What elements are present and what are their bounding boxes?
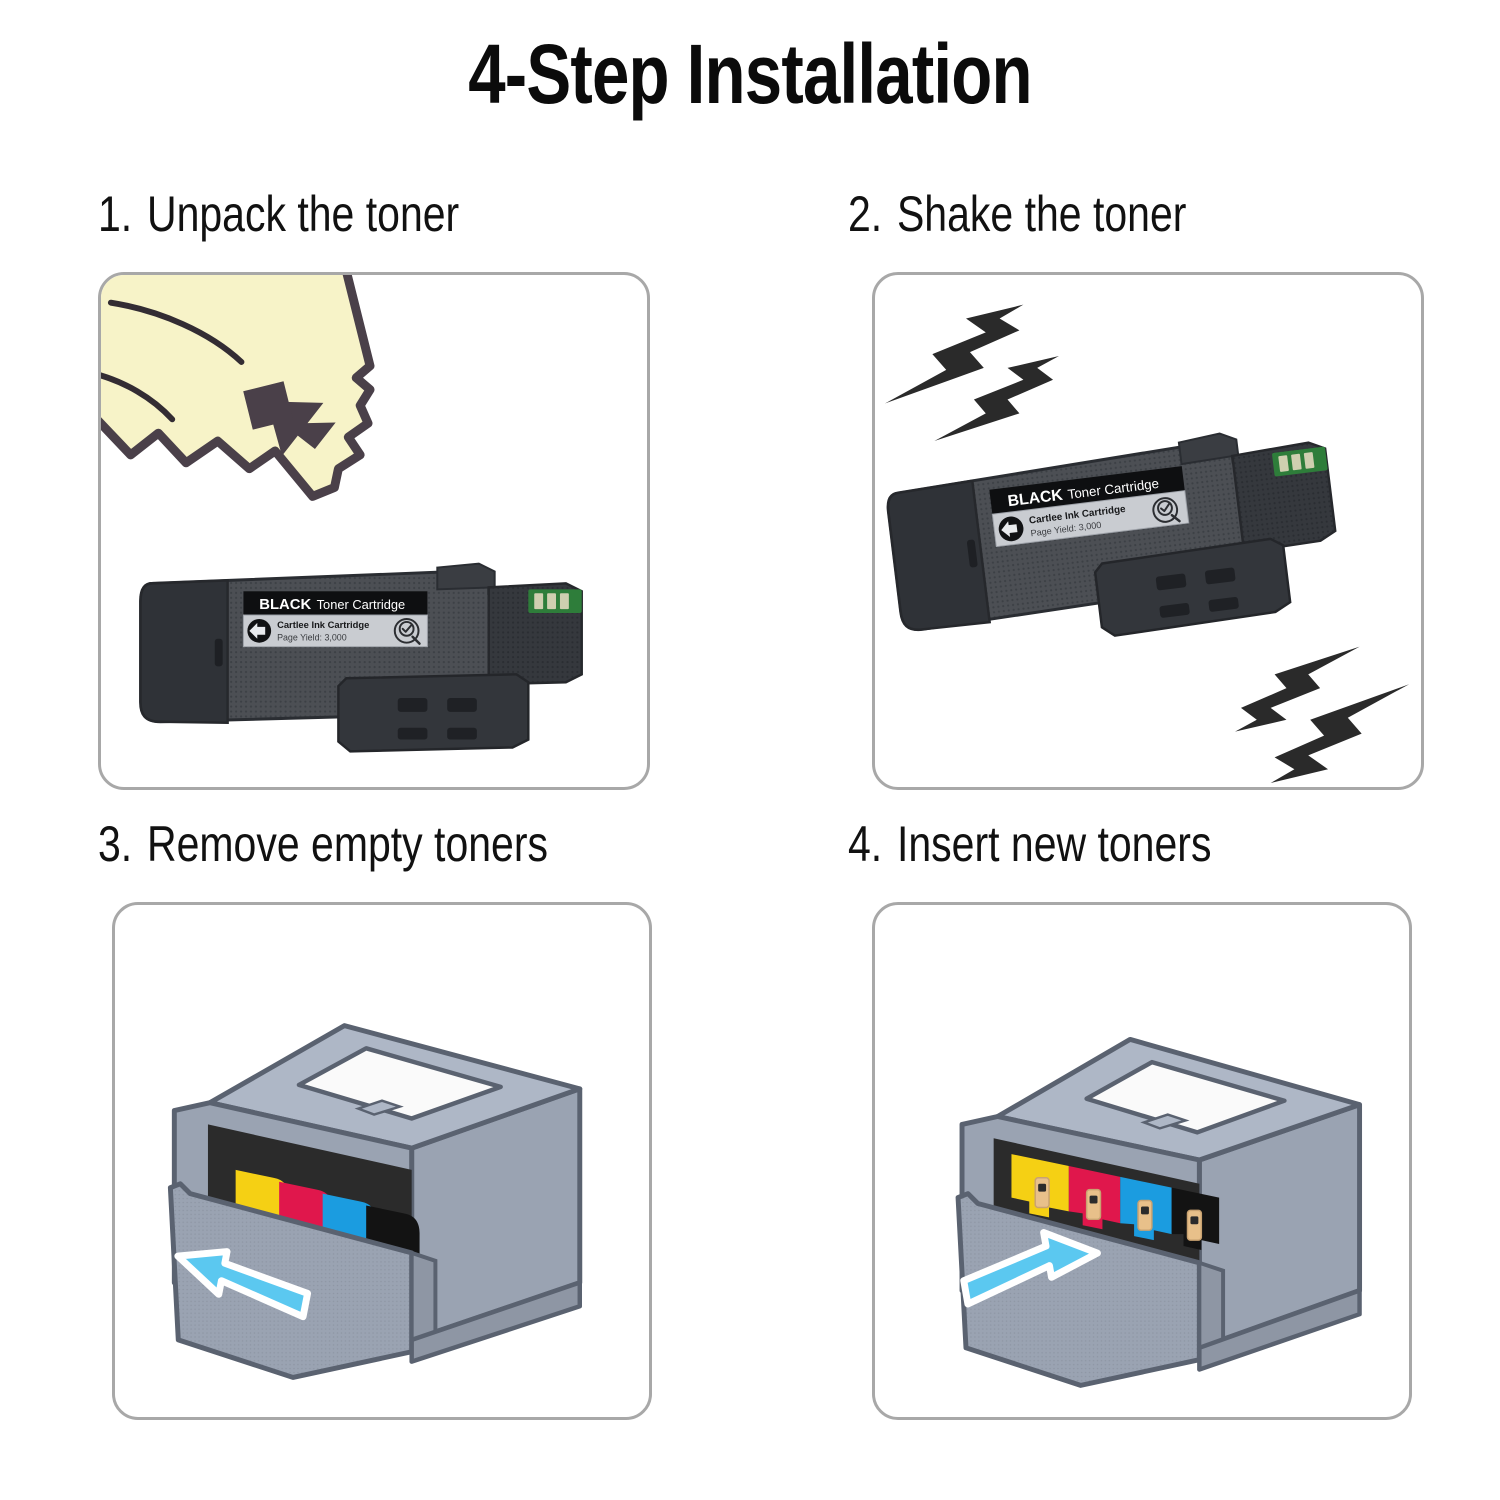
step-1-label: Unpack the toner (146, 186, 460, 242)
toner-package-bag (101, 275, 375, 501)
cartridge-label-brand: Cartlee Ink Cartridge (277, 619, 369, 630)
tear-open-arrow-icon (243, 381, 336, 456)
page-title: 4-Step Installation (468, 27, 1032, 121)
cartridge-label-yield: Page Yield: 3,000 (277, 633, 347, 643)
recycle-arrow-icon (247, 618, 272, 643)
step-4-heading: 4.Insert new toners (848, 815, 1291, 873)
toner-cartridge: BLACK Toner Cartridge Cartlee Ink Cartri… (139, 562, 583, 753)
authenticity-magnifier-icon (1152, 497, 1181, 523)
authenticity-magnifier-icon (393, 617, 421, 645)
cartridge-chip-icon (1272, 446, 1328, 477)
toner-cartridge-cyan (1120, 1176, 1172, 1241)
step-3-label: Remove empty toners (146, 816, 549, 872)
toner-cartridge-yellow (1011, 1154, 1069, 1218)
cartridge-label-color: BLACK (1007, 487, 1065, 511)
cartridge-label-color: BLACK (259, 597, 311, 613)
step-4-number: 4. (848, 816, 883, 872)
step-3-illustration-panel (112, 902, 652, 1420)
shake-marks-bottom-right-icon (1235, 646, 1410, 784)
toner-cartridge-black (1171, 1187, 1220, 1250)
insert-direction-arrow-icon (960, 1229, 1101, 1308)
cartridge-label: BLACK Toner Cartridge Cartlee Ink Cartri… (242, 591, 428, 648)
step-4-illustration-panel (872, 902, 1412, 1420)
step-1-number: 1. (98, 186, 133, 242)
step-2-illustration-panel: BLACK Toner Cartridge Cartlee Ink Cartri… (872, 272, 1424, 790)
step-2-heading: 2.Shake the toner (848, 185, 1261, 243)
unpack-illustration: BLACK Toner Cartridge Cartlee Ink Cartri… (101, 275, 583, 753)
recycle-arrow-icon (998, 516, 1024, 542)
step-1-illustration-panel: BLACK Toner Cartridge Cartlee Ink Cartri… (98, 272, 650, 790)
shake-illustration: BLACK Toner Cartridge Cartlee Ink Cartri… (884, 304, 1410, 784)
cartridge-label-type: Toner Cartridge (317, 597, 406, 612)
insert-toners-illustration (955, 1036, 1363, 1388)
shake-marks-top-left-icon (884, 304, 1059, 442)
cartridge-chip-icon (528, 589, 582, 614)
step-4-label: Insert new toners (896, 816, 1212, 872)
toner-cartridge: BLACK Toner Cartridge Cartlee Ink Cartri… (886, 432, 1337, 637)
step-1-heading: 1.Unpack the toner (98, 185, 539, 243)
step-2-label: Shake the toner (896, 186, 1187, 242)
toner-cartridge-magenta (1068, 1165, 1121, 1230)
cartridge-label: BLACK Toner Cartridge Cartlee Ink Cartri… (989, 466, 1190, 548)
step-3-heading: 3.Remove empty toners (98, 815, 647, 873)
step-3-number: 3. (98, 816, 133, 872)
remove-direction-arrow-icon (174, 1248, 312, 1321)
step-2-number: 2. (848, 186, 883, 242)
remove-toners-illustration (167, 1023, 583, 1380)
